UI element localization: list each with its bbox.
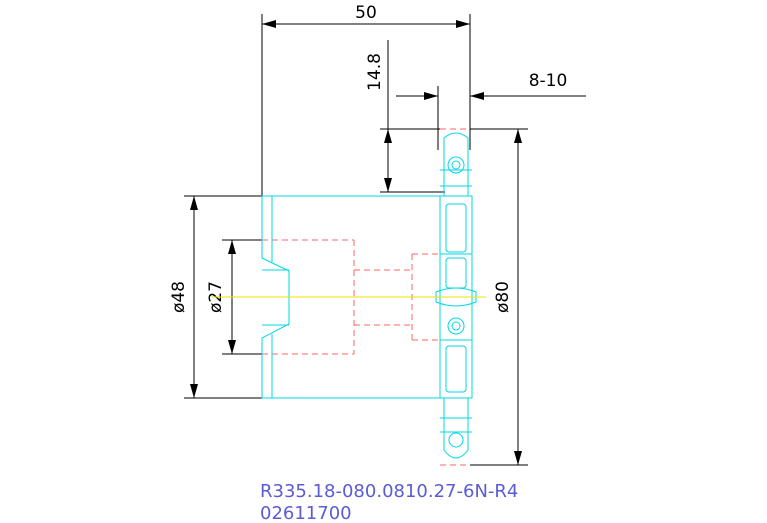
cutter-body-outline bbox=[261, 132, 477, 459]
middle-insert-pocket bbox=[445, 257, 467, 289]
arrowhead-top bbox=[228, 240, 236, 254]
bottom-tooth-outline bbox=[443, 398, 469, 459]
dimension-diameter-80: ø80 bbox=[470, 128, 528, 466]
part-code: R335.18-080.0810.27-6N-R4 bbox=[260, 481, 518, 502]
dimension-label-50: 50 bbox=[355, 3, 377, 23]
arrowhead-right bbox=[456, 20, 470, 28]
arrowhead-left bbox=[424, 92, 438, 100]
dimension-label-14-8: 14.8 bbox=[365, 53, 385, 91]
center-screw-inner bbox=[451, 321, 461, 331]
dimension-50: 50 bbox=[261, 3, 471, 196]
bottom-insert-screw bbox=[448, 432, 464, 448]
center-screw bbox=[447, 317, 465, 335]
arrowhead-top bbox=[190, 196, 198, 210]
arrowhead-right bbox=[470, 92, 484, 100]
top-tooth-outline bbox=[443, 132, 469, 196]
dimension-14-8: 14.8 bbox=[365, 40, 445, 193]
center-clamp bbox=[435, 287, 477, 307]
lower-insert-pocket bbox=[445, 345, 467, 393]
bottom-insert-seat bbox=[440, 417, 472, 433]
top-insert-screw bbox=[447, 156, 465, 174]
dimension-8-10: 8-10 bbox=[396, 71, 586, 150]
ordering-code: 02611700 bbox=[260, 503, 352, 523]
arrowhead-bottom bbox=[514, 451, 522, 465]
top-insert-screw-center bbox=[451, 160, 461, 170]
top-insert-seat bbox=[440, 169, 472, 187]
arrowhead-bottom bbox=[384, 178, 392, 192]
arrowhead-bottom bbox=[190, 384, 198, 398]
dimension-label-diameter-80: ø80 bbox=[493, 281, 513, 313]
dimension-label-diameter-48: ø48 bbox=[169, 281, 189, 313]
upper-insert-pocket bbox=[445, 203, 467, 253]
dimension-label-8-10: 8-10 bbox=[529, 71, 568, 91]
arrowhead-top bbox=[514, 129, 522, 143]
arrowhead-bottom bbox=[228, 340, 236, 354]
arrowhead-left bbox=[262, 20, 276, 28]
arrowhead-top bbox=[384, 129, 392, 143]
dimension-diameter-48: ø48 bbox=[169, 195, 262, 399]
